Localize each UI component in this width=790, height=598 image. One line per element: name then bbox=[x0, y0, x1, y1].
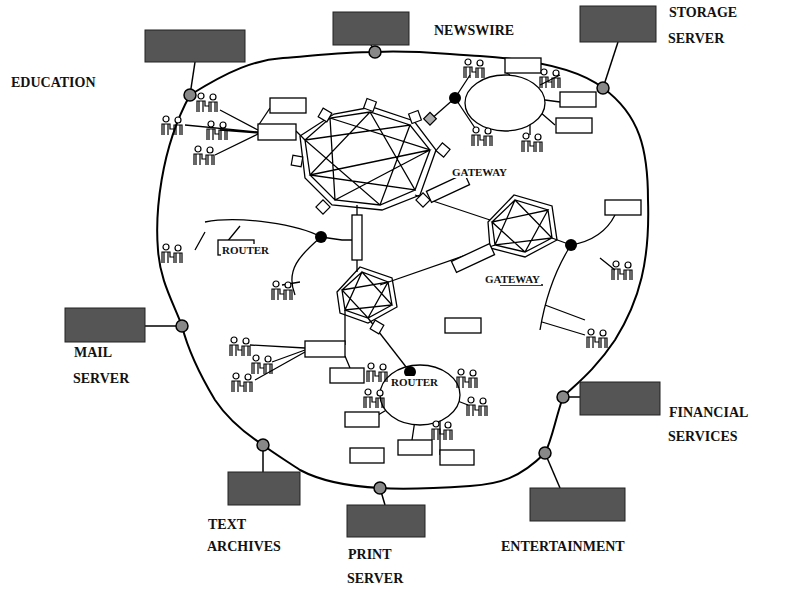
label: ROUTER bbox=[221, 242, 270, 258]
label-text: TEXT ARCHIVES bbox=[207, 517, 282, 554]
label: TEXT ARCHIVES bbox=[207, 514, 295, 558]
label-text: GATEWAY bbox=[484, 273, 541, 285]
label: STORAGE SERVER bbox=[668, 0, 754, 52]
label-text: ENTERTAINMENT bbox=[500, 539, 626, 554]
label: ROUTER bbox=[390, 374, 439, 390]
label-text: ROUTER bbox=[390, 376, 439, 388]
label-text: PRINT SERVER bbox=[347, 547, 404, 586]
label: PRINT SERVER bbox=[347, 543, 427, 591]
label-text: EDUCATION bbox=[10, 75, 97, 90]
label-text: MAIL SERVER bbox=[73, 345, 130, 386]
label: FINANCIAL SERVICES bbox=[668, 401, 778, 449]
label: NEWSWIRE bbox=[433, 18, 515, 44]
label-text: STORAGE SERVER bbox=[668, 5, 737, 46]
label-text: FINANCIAL SERVICES bbox=[668, 405, 748, 444]
label: GATEWAY bbox=[484, 271, 541, 287]
label: GATEWAY bbox=[451, 164, 508, 180]
label: EDUCATION bbox=[10, 70, 97, 96]
label: MAIL SERVER bbox=[73, 340, 145, 392]
label: ENTERTAINMENT bbox=[500, 535, 626, 559]
label-text: ROUTER bbox=[221, 244, 270, 256]
label-text: GATEWAY bbox=[451, 166, 508, 178]
label-text: NEWSWIRE bbox=[433, 23, 515, 38]
